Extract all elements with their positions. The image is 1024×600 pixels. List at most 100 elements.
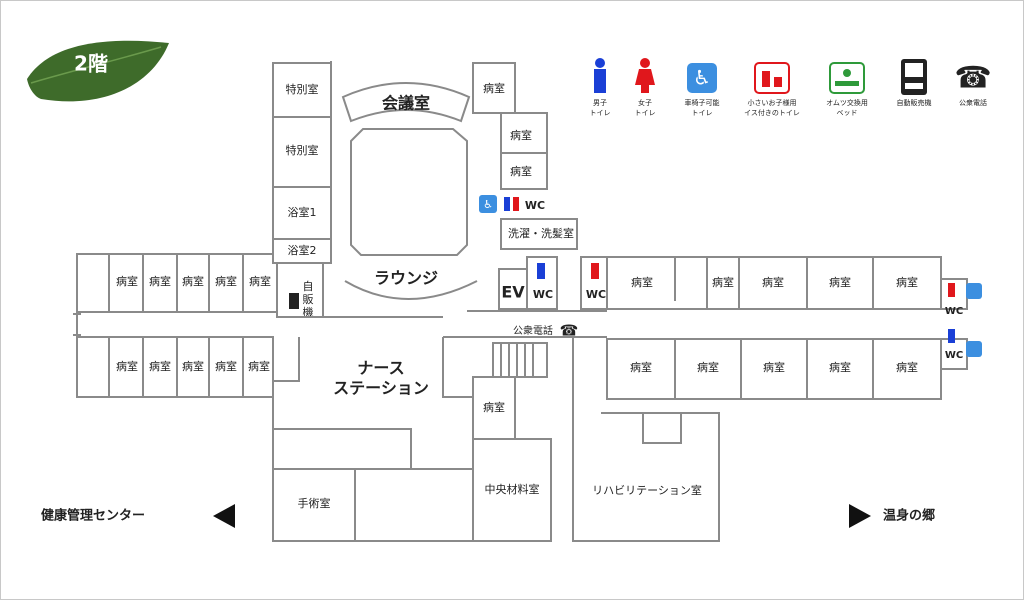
wc-label: WC <box>525 199 545 212</box>
room-label: 病室 <box>149 359 171 373</box>
male-toilet-icon <box>595 58 605 68</box>
svg-text:小さいお子様用: 小さいお子様用 <box>748 98 797 107</box>
floor-label: 2階 <box>74 52 108 76</box>
room-label: 浴室2 <box>288 243 317 257</box>
female-toilet-icon <box>591 263 599 279</box>
room-label: 病室 <box>249 274 271 288</box>
legend-item: ☎ 公衆電話 <box>954 61 991 108</box>
arrow-right-icon <box>849 504 871 528</box>
legend-item: 女子 トイレ <box>635 58 656 117</box>
public-phone-icon: ☎ <box>954 61 991 96</box>
legend-item: 男子 トイレ <box>590 58 611 117</box>
diaper-changing-icon <box>829 62 865 94</box>
room-label: 機 <box>303 305 314 319</box>
wc-label: WC <box>586 288 606 301</box>
center-column: 病室 病室 病室 洗濯・洗髪室 ♿ WC EV WC WC 公衆電話 ☎ 病室 <box>472 62 612 542</box>
room-label: 病室 <box>182 359 204 373</box>
legend-item: 自動販売機 <box>897 59 932 107</box>
wheelchair-icon <box>966 283 982 299</box>
room-label: 販 <box>303 293 314 306</box>
room-label: ステーション <box>333 379 429 398</box>
room-label: 病室 <box>483 400 505 414</box>
room-label: 病室 <box>182 274 204 288</box>
meeting-lounge-block: 会議室 ラウンジ <box>330 61 478 300</box>
legend-item: オムツ交換用 ベッド <box>826 62 868 117</box>
room-label: 病室 <box>215 359 237 373</box>
room-label: 会議室 <box>382 94 430 113</box>
wc-label: WC <box>533 288 553 301</box>
wheelchair-icon <box>687 63 717 93</box>
female-toilet-icon <box>640 58 650 68</box>
wc-label: WC <box>945 306 963 317</box>
room-label: 病室 <box>248 359 270 373</box>
room-label: ラウンジ <box>374 269 438 288</box>
nurse-block: ナース ステーション 手術室 <box>272 337 474 542</box>
rehab-block: リハビリテーション室 <box>572 337 720 542</box>
wc-label: WC <box>945 350 963 361</box>
room-label: 病室 <box>896 275 918 289</box>
svg-text:男子: 男子 <box>593 99 607 107</box>
room-label: 病室 <box>697 360 719 374</box>
svg-text:オムツ交換用: オムツ交換用 <box>826 98 868 107</box>
floor-badge: 2階 <box>27 40 169 102</box>
room-label: 病室 <box>116 274 138 288</box>
room-label: 病室 <box>116 359 138 373</box>
room-label: 特別室 <box>286 143 319 157</box>
vending-machine-icon <box>289 293 299 309</box>
room-label: 病室 <box>896 360 918 374</box>
room-label: 洗濯・洗髪室 <box>508 226 574 240</box>
child-toilet-icon <box>754 62 790 94</box>
room-label: 浴室1 <box>288 205 317 219</box>
female-toilet-icon <box>948 283 955 297</box>
svg-text:自動販売機: 自動販売機 <box>897 98 932 107</box>
room-label: 病室 <box>149 274 171 288</box>
wheelchair-icon <box>479 195 497 213</box>
room-label: 病室 <box>829 275 851 289</box>
svg-text:♿: ♿ <box>693 66 711 90</box>
room-label: ナース <box>357 359 404 378</box>
svg-text:トイレ: トイレ <box>590 109 611 117</box>
room-label: 自 <box>303 280 314 293</box>
room-label: 病室 <box>762 275 784 289</box>
upper-left-block: 特別室 特別室 浴室1 浴室2 自 販 機 <box>272 62 332 319</box>
room-label: 手術室 <box>298 496 331 510</box>
legend-item: ♿ 車椅子可能 トイレ <box>685 63 720 117</box>
room-label: 病室 <box>631 275 653 289</box>
room-label: 病室 <box>763 360 785 374</box>
left-wing: 病室 病室 病室 病室 病室 病室 病室 病室 病室 病室 <box>73 253 278 398</box>
room-label: 病室 <box>510 164 532 178</box>
wheelchair-icon <box>966 341 982 357</box>
svg-text:イス付きのトイレ: イス付きのトイレ <box>744 108 800 117</box>
arrow-left-icon <box>213 504 235 528</box>
legend-item: 小さいお子様用 イス付きのトイレ <box>744 62 800 117</box>
svg-text:ベッド: ベッド <box>837 109 858 117</box>
nav-right[interactable]: 温身の郷 <box>849 504 935 528</box>
legend: 男子 トイレ 女子 トイレ ♿ 車椅子可能 トイレ 小さいお子様用 イス付きのト… <box>590 58 992 117</box>
room-label: EV <box>501 283 525 302</box>
nav-left[interactable]: 健康管理センター <box>41 504 235 528</box>
public-phone-label: 公衆電話 <box>513 324 553 337</box>
right-wing: 病室 病室 病室 病室 病室 病室 病室 病室 病室 病室 WC WC <box>606 256 982 400</box>
svg-text:♿: ♿ <box>483 198 493 211</box>
room-label: 特別室 <box>286 82 319 96</box>
male-toilet-icon <box>537 263 545 279</box>
nav-right-label: 温身の郷 <box>883 508 935 524</box>
public-phone-icon: ☎ <box>560 322 579 340</box>
room-label: 病室 <box>510 128 532 142</box>
room-label: リハビリテーション室 <box>592 483 702 497</box>
svg-text:女子: 女子 <box>638 98 652 107</box>
female-toilet-icon <box>513 197 519 211</box>
room-label: 病室 <box>630 360 652 374</box>
svg-text:トイレ: トイレ <box>692 109 713 117</box>
room-label: 病室 <box>712 275 734 289</box>
svg-text:車椅子可能: 車椅子可能 <box>685 98 720 107</box>
room-label: 病室 <box>483 81 505 95</box>
room-label: 中央材料室 <box>485 482 540 496</box>
male-toilet-icon <box>948 329 955 343</box>
nav-left-label: 健康管理センター <box>41 508 145 524</box>
male-toilet-icon <box>504 197 510 211</box>
svg-text:トイレ: トイレ <box>635 109 656 117</box>
room-label: 病室 <box>215 274 237 288</box>
